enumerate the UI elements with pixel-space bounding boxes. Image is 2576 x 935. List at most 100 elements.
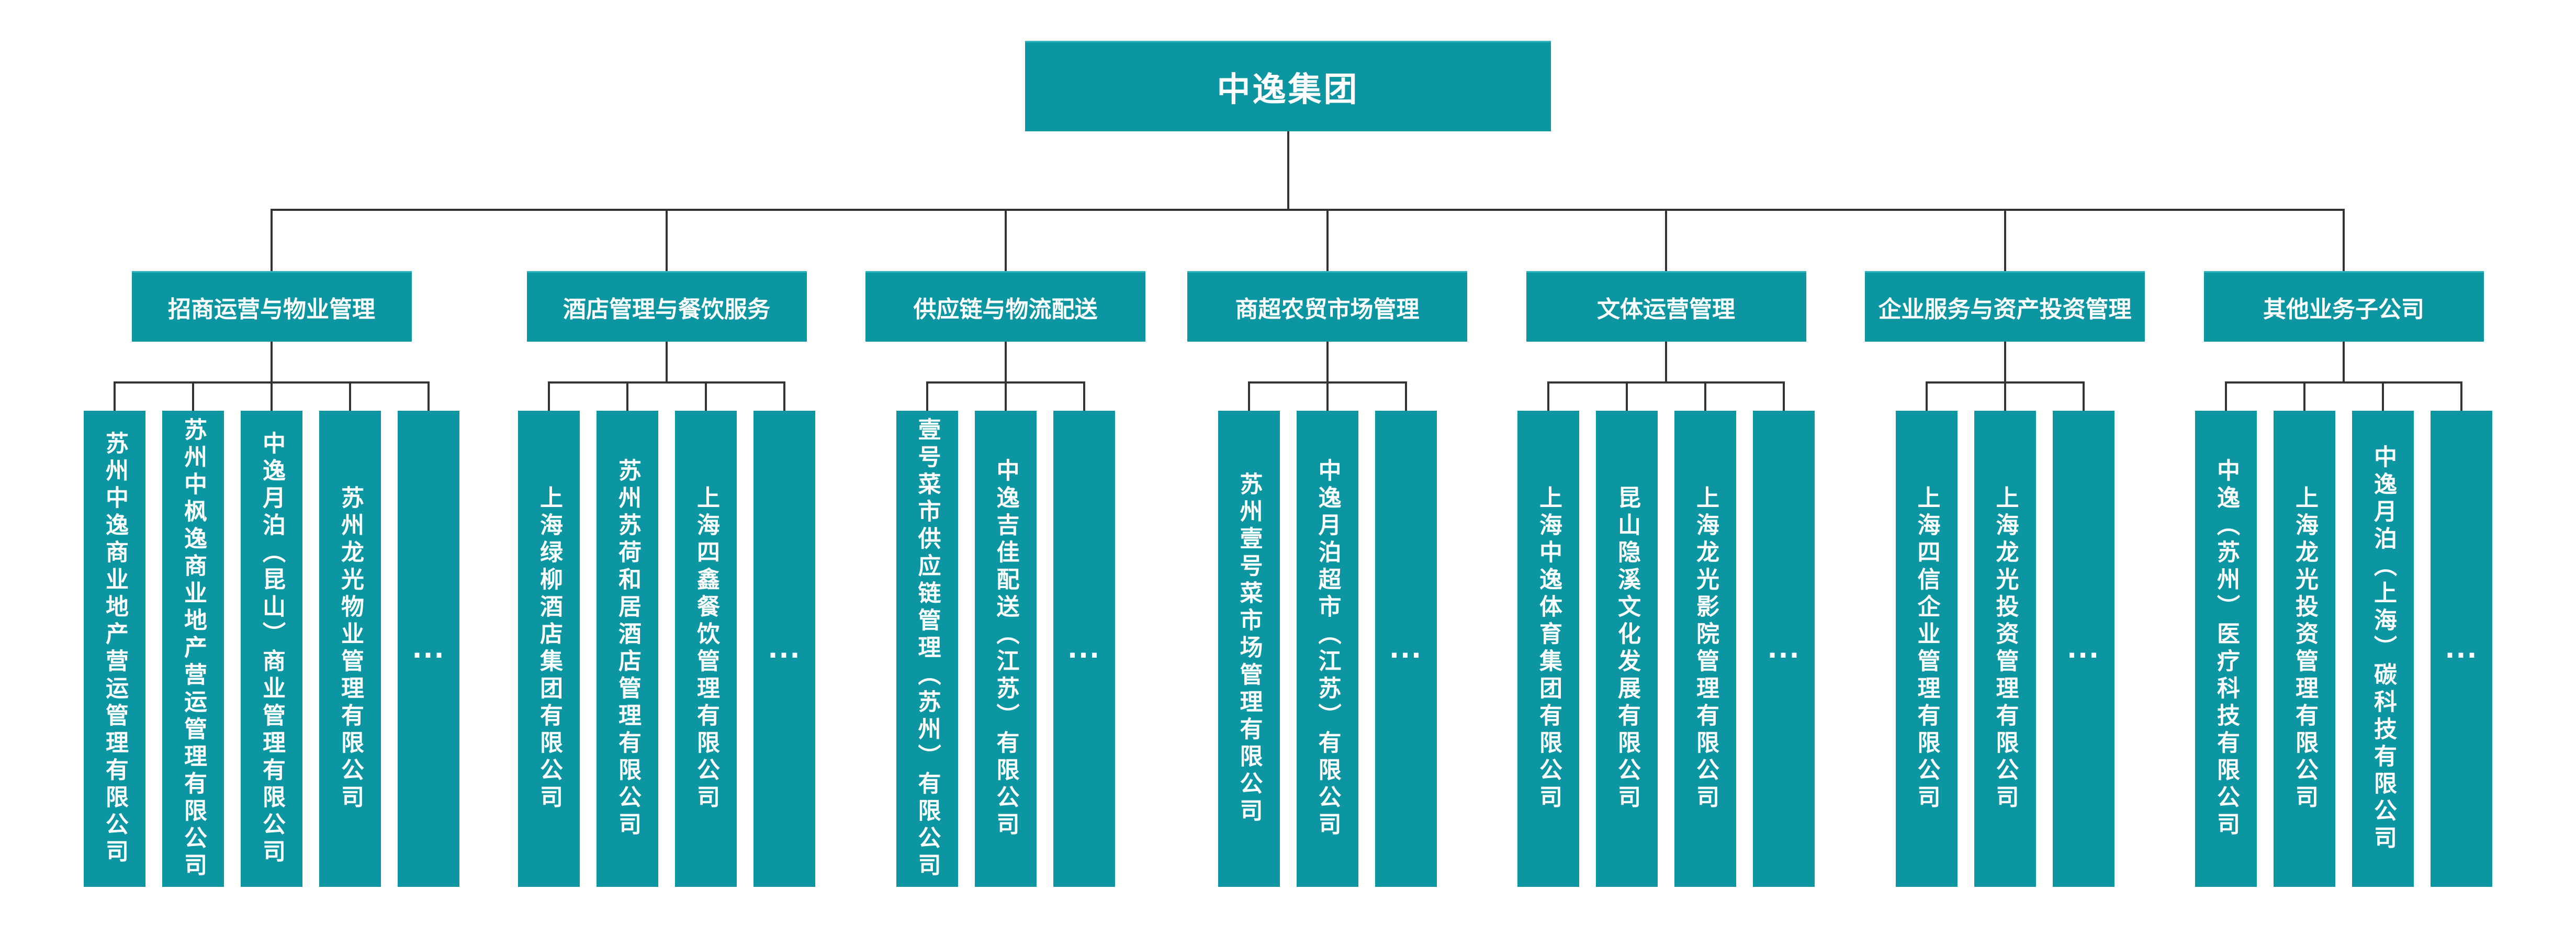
ellipsis-label: ... [2067, 634, 2100, 664]
connector-line [271, 381, 273, 411]
company-node: 上海四信企业管理有限公司 [1895, 411, 1958, 887]
company-name: 上海龙光影院管理有限公司 [1692, 486, 1719, 812]
company-name: 上海龙光投资管理有限公司 [2291, 486, 2318, 812]
connector-line [783, 381, 785, 411]
connector-line [1547, 381, 1549, 411]
company-cell: ... [1366, 381, 1445, 887]
company-node: 苏州中枫逸商业地产营运管理有限公司 [162, 411, 224, 887]
children-row: 上海四信企业管理有限公司 上海龙光投资管理有限公司 ... [1887, 381, 2123, 887]
ellipsis-label: ... [768, 634, 801, 664]
connector-line [2343, 342, 2345, 381]
company-node: 上海中逸体育集团有限公司 [1517, 411, 1579, 887]
company-node: 壹号菜市供应链管理（苏州）有限公司 [896, 411, 958, 887]
connector-line [1704, 381, 1706, 411]
company-name: 上海龙光投资管理有限公司 [1992, 486, 2019, 812]
company-node: 上海龙光影院管理有限公司 [1674, 411, 1736, 887]
connector-root-line [1287, 131, 1289, 209]
company-name: 上海四信企业管理有限公司 [1913, 486, 1940, 812]
company-cell: ... [2422, 381, 2501, 887]
company-name: 苏州苏荷和居酒店管理有限公司 [614, 458, 641, 839]
company-cell: 上海四信企业管理有限公司 [1887, 381, 1966, 887]
connector-line [2004, 381, 2006, 411]
company-name: 中逸月泊超市（江苏）有限公司 [1314, 458, 1341, 839]
company-node: 上海龙光投资管理有限公司 [1974, 411, 2036, 887]
company-cell: ... [389, 381, 468, 887]
company-cell: 苏州中逸商业地产营运管理有限公司 [75, 381, 154, 887]
connector-line [192, 381, 194, 411]
company-name: 上海绿柳酒店集团有限公司 [536, 486, 563, 812]
company-node: 中逸月泊超市（江苏）有限公司 [1296, 411, 1358, 887]
company-cell: 中逸月泊（昆山）商业管理有限公司 [232, 381, 311, 887]
company-cell: 苏州龙光物业管理有限公司 [311, 381, 389, 887]
children-row: 上海中逸体育集团有限公司 昆山隐溪文化发展有限公司 上海龙光影院管理有限公司 [1509, 381, 1823, 887]
branch-group-4: 商超农贸市场管理 苏州壹号菜市场管理有限公司 中逸月泊超市（江苏）有限公司 [1166, 209, 1488, 887]
ellipsis-node: ... [2052, 411, 2114, 887]
children-row: 中逸（苏州）医疗科技有限公司 上海龙光投资管理有限公司 中逸月泊（上海）碳科技有… [2187, 381, 2501, 887]
connector-line [1326, 209, 1329, 271]
branch-group-2: 酒店管理与餐饮服务 上海绿柳酒店集团有限公司 苏州苏荷和居酒店管理有限公司 [489, 209, 845, 887]
company-cell: 壹号菜市供应链管理（苏州）有限公司 [888, 381, 966, 887]
company-cell: ... [1745, 381, 1823, 887]
connector-line [114, 381, 116, 411]
company-cell: 昆山隐溪文化发展有限公司 [1588, 381, 1666, 887]
company-node: 中逸（苏州）医疗科技有限公司 [2195, 411, 2257, 887]
connector-line [548, 381, 550, 411]
branch-group-1: 招商运营与物业管理 苏州中逸商业地产营运管理有限公司 苏州中枫逸商业地产营运管理… [54, 209, 489, 887]
company-name: 上海中逸体育集团有限公司 [1535, 486, 1562, 812]
department-label: 其他业务子公司 [2263, 296, 2424, 323]
connector-line [666, 342, 668, 381]
company-name: 壹号菜市供应链管理（苏州）有限公司 [914, 418, 941, 880]
connector-line [1326, 342, 1329, 381]
company-node: 中逸月泊（昆山）商业管理有限公司 [241, 411, 302, 887]
company-cell: 中逸月泊超市（江苏）有限公司 [1288, 381, 1367, 887]
connector-line [1783, 381, 1785, 411]
department-label: 文体运营管理 [1597, 296, 1735, 323]
department-node: 酒店管理与餐饮服务 [526, 271, 807, 342]
connector-line [1626, 381, 1628, 411]
connector-line [1247, 381, 1250, 411]
company-node: 中逸月泊（上海）碳科技有限公司 [2352, 411, 2414, 887]
company-name: 苏州壹号菜市场管理有限公司 [1235, 472, 1263, 826]
connector-line [1004, 209, 1007, 271]
ellipsis-label: ... [1389, 634, 1422, 664]
root-node: 中逸集团 [1025, 41, 1551, 131]
company-name: 中逸月泊（昆山）商业管理有限公司 [258, 431, 285, 866]
connector-line [626, 381, 628, 411]
connector-line [271, 209, 273, 271]
ellipsis-node: ... [1053, 411, 1115, 887]
company-cell: 苏州中枫逸商业地产营运管理有限公司 [154, 381, 232, 887]
company-cell: ... [745, 381, 824, 887]
department-label: 企业服务与资产投资管理 [1878, 296, 2132, 323]
company-cell: ... [1044, 381, 1123, 887]
company-node: 昆山隐溪文化发展有限公司 [1596, 411, 1658, 887]
branch-group-5: 文体运营管理 上海中逸体育集团有限公司 昆山隐溪文化发展有限公司 [1488, 209, 1844, 887]
connector-line [428, 381, 430, 411]
department-label: 招商运营与物业管理 [168, 296, 375, 323]
department-node: 供应链与物流配送 [865, 271, 1145, 342]
connector-line [1404, 381, 1407, 411]
company-name: 苏州龙光物业管理有限公司 [337, 486, 364, 812]
company-cell: 上海四鑫餐饮管理有限公司 [667, 381, 745, 887]
company-node: 中逸吉佳配送（江苏）有限公司 [974, 411, 1037, 887]
department-node: 招商运营与物业管理 [131, 271, 412, 342]
company-name: 中逸吉佳配送（江苏）有限公司 [992, 458, 1019, 839]
connector-line [666, 209, 668, 271]
company-cell: 上海中逸体育集团有限公司 [1509, 381, 1588, 887]
connector-line [2303, 381, 2305, 411]
company-name: 苏州中逸商业地产营运管理有限公司 [102, 431, 128, 866]
children-row: 苏州中逸商业地产营运管理有限公司 苏州中枫逸商业地产营运管理有限公司 中逸月泊（… [75, 381, 468, 887]
department-node: 企业服务与资产投资管理 [1865, 271, 2145, 342]
connector-line [926, 381, 928, 411]
ellipsis-node: ... [1375, 411, 1437, 887]
company-node: 苏州苏荷和居酒店管理有限公司 [597, 411, 658, 887]
company-node: 上海龙光投资管理有限公司 [2274, 411, 2335, 887]
company-cell: 上海龙光投资管理有限公司 [2265, 381, 2344, 887]
connector-line [1326, 381, 1329, 411]
branch-group-3: 供应链与物流配送 壹号菜市供应链管理（苏州）有限公司 中逸吉佳配送（江苏）有限公… [845, 209, 1166, 887]
company-cell: 中逸月泊（上海）碳科技有限公司 [2344, 381, 2422, 887]
children-row: 壹号菜市供应链管理（苏州）有限公司 中逸吉佳配送（江苏）有限公司 ... [888, 381, 1123, 887]
company-name: 上海四鑫餐饮管理有限公司 [693, 486, 719, 812]
company-name: 苏州中枫逸商业地产营运管理有限公司 [180, 418, 207, 880]
connector-line [2082, 381, 2085, 411]
connector-line [705, 381, 707, 411]
